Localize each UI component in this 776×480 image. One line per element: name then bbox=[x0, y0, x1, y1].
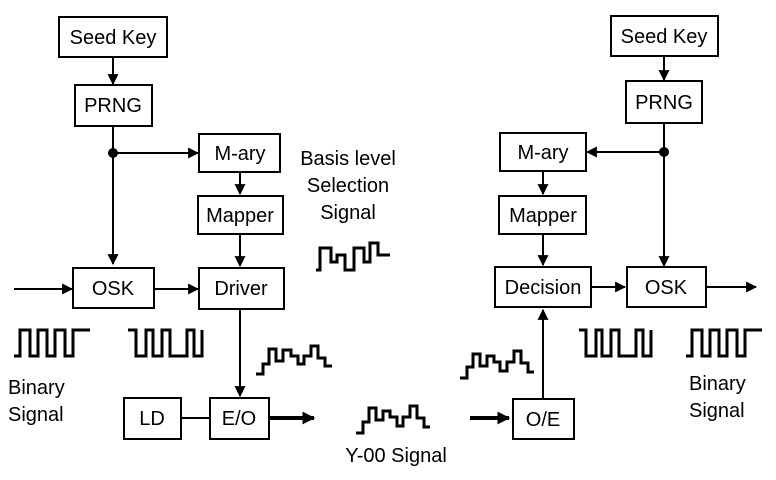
driver-waveform bbox=[256, 344, 332, 376]
binary-waveform-left-1 bbox=[14, 328, 90, 358]
rx-osk-block: OSK bbox=[626, 266, 707, 308]
rx-connectors bbox=[470, 56, 758, 425]
rx-mapper-block: Mapper bbox=[498, 195, 587, 235]
tx-prng-label: PRNG bbox=[84, 95, 142, 117]
y00-waveform bbox=[356, 404, 430, 435]
binary-right-line1: Binary bbox=[689, 373, 746, 395]
binary-waveform-right-1 bbox=[579, 328, 653, 358]
tx-osk-label: OSK bbox=[92, 278, 135, 300]
receiver-input-waveform bbox=[460, 349, 534, 380]
rx-decision-label: Decision bbox=[505, 277, 582, 299]
tx-ld-label: LD bbox=[139, 408, 165, 430]
tx-osk-block: OSK bbox=[72, 267, 155, 309]
y00-signal-caption: Y-00 Signal bbox=[345, 445, 447, 467]
basis-level-caption: Basis level Selection Signal bbox=[300, 148, 396, 224]
tx-driver-label: Driver bbox=[214, 278, 268, 300]
binary-right-line2: Signal bbox=[689, 400, 745, 422]
basis-caption-line2: Selection bbox=[307, 175, 389, 197]
binary-waveform-left-2 bbox=[128, 328, 204, 358]
binary-signal-right-caption: Binary Signal bbox=[689, 373, 746, 422]
tx-prng-block: PRNG bbox=[74, 84, 153, 127]
binary-waveform-right-2 bbox=[686, 328, 762, 358]
tx-mapper-block: Mapper bbox=[197, 195, 284, 235]
tx-mapper-label: Mapper bbox=[206, 205, 274, 227]
tx-eo-block: E/O bbox=[209, 397, 270, 440]
tx-seed-key-block: Seed Key bbox=[58, 16, 168, 58]
rx-mary-block: M-ary bbox=[499, 132, 587, 172]
rx-prng-label: PRNG bbox=[635, 92, 693, 114]
rx-osk-label: OSK bbox=[645, 277, 688, 299]
binary-left-line2: Signal bbox=[8, 404, 64, 426]
binary-left-line1: Binary bbox=[8, 377, 65, 399]
rx-mapper-label: Mapper bbox=[509, 205, 577, 227]
rx-oe-block: O/E bbox=[512, 398, 575, 440]
tx-mary-block: M-ary bbox=[198, 133, 281, 173]
rx-seed-key-label: Seed Key bbox=[621, 26, 708, 48]
tx-connectors bbox=[14, 57, 316, 425]
tx-ld-block: LD bbox=[123, 397, 182, 440]
rx-oe-label: O/E bbox=[526, 409, 560, 431]
basis-caption-line3: Signal bbox=[320, 202, 376, 224]
rx-mary-label: M-ary bbox=[517, 142, 568, 164]
rx-seed-key-block: Seed Key bbox=[610, 15, 719, 57]
tx-eo-label: E/O bbox=[222, 408, 256, 430]
rx-decision-block: Decision bbox=[494, 266, 592, 308]
tx-mary-label: M-ary bbox=[214, 143, 265, 165]
tx-driver-block: Driver bbox=[198, 267, 285, 310]
rx-prng-block: PRNG bbox=[625, 80, 703, 124]
binary-signal-left-caption: Binary Signal bbox=[8, 377, 65, 426]
tx-seed-key-label: Seed Key bbox=[70, 27, 157, 49]
basis-selection-waveform bbox=[316, 241, 390, 272]
basis-caption-line1: Basis level bbox=[300, 148, 396, 170]
